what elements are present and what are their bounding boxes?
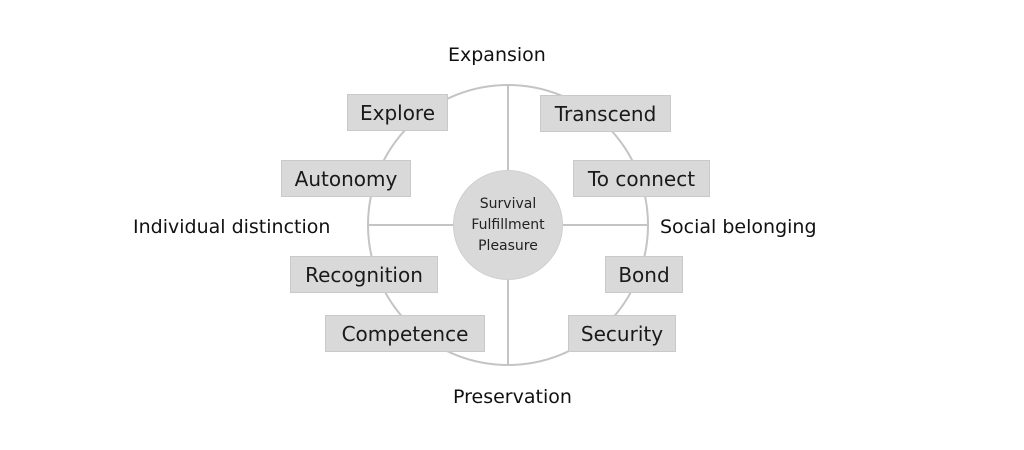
need-box-transcend: Transcend xyxy=(540,95,671,132)
need-box-recognition: Recognition xyxy=(290,256,438,293)
center-label-survival: Survival xyxy=(479,195,537,212)
axis-label-social-belonging: Social belonging xyxy=(660,216,817,238)
need-box-autonomy: Autonomy xyxy=(281,160,411,197)
center-label-pleasure: Pleasure xyxy=(478,237,538,254)
axis-label-preservation: Preservation xyxy=(453,386,572,408)
need-box-security: Security xyxy=(568,315,676,352)
axis-label-expansion: Expansion xyxy=(448,44,546,66)
center-label-fulfillment: Fulfillment xyxy=(471,216,545,233)
center-circle: Survival Fulfillment Pleasure xyxy=(453,170,563,280)
need-box-explore: Explore xyxy=(347,94,448,131)
need-box-competence: Competence xyxy=(325,315,485,352)
need-box-bond: Bond xyxy=(605,256,683,293)
need-box-to-connect: To connect xyxy=(573,160,710,197)
axis-label-individual-distinction: Individual distinction xyxy=(133,216,331,238)
